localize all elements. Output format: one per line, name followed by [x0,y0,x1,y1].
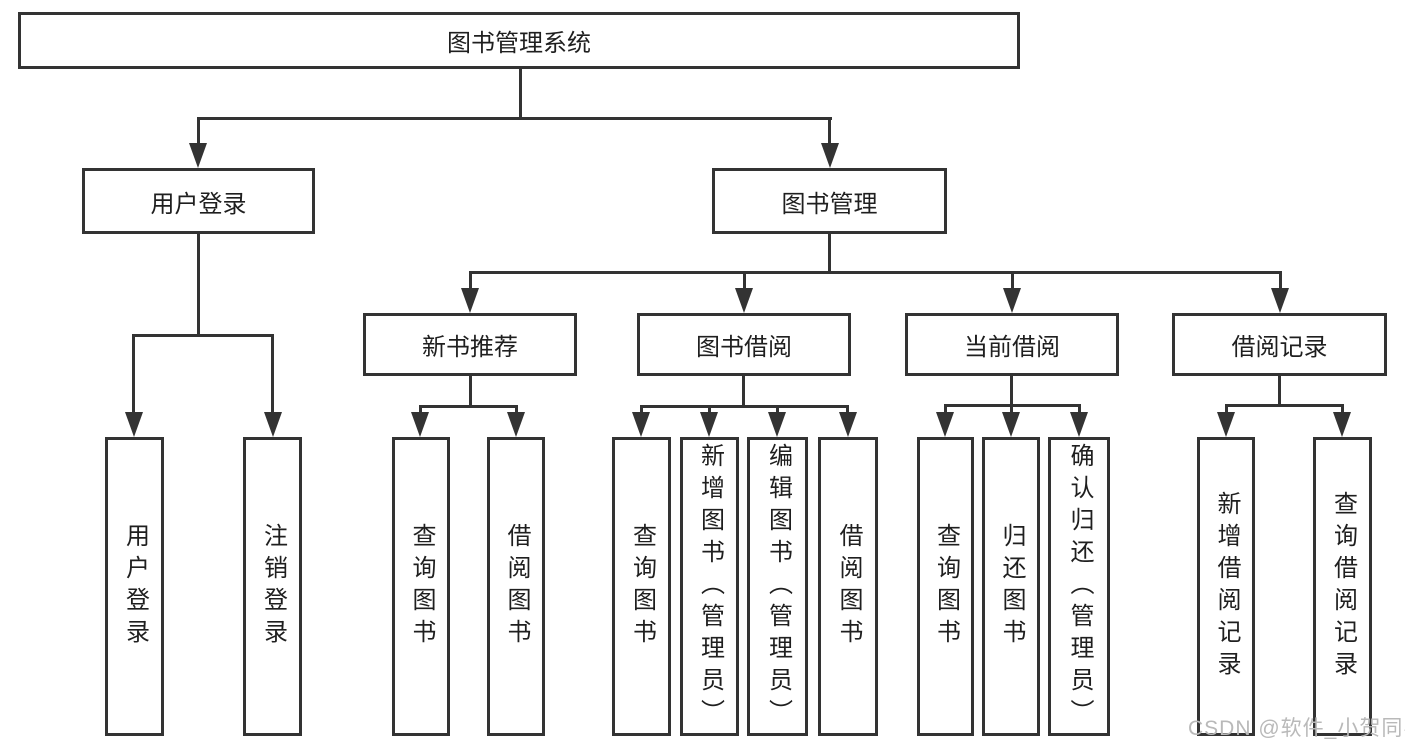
arrowhead-icon [1003,288,1021,313]
arrowhead-icon [1002,412,1020,437]
leaf-label: 编辑图书（管理员） [764,442,792,731]
leaf-borrow-books-recommend: 借阅图书 [487,437,545,736]
leaf-label: 查询图书 [628,522,656,651]
connector-new-book-branch [419,405,518,408]
node-label: 用户登录 [150,190,247,218]
leaf-confirm-return-admin: 确认归还（管理员） [1048,437,1110,736]
connector-current-borrow-stem [1010,375,1013,407]
arrowhead-icon [735,288,753,313]
arrowhead-icon [1333,412,1351,437]
leaf-user-login: 用户登录 [105,437,164,736]
leaf-query-borrow-record: 查询借阅记录 [1313,437,1372,736]
arrowhead-icon [125,412,143,437]
arrowhead-icon [1070,412,1088,437]
connector-book-management-branch [469,271,1282,274]
leaf-label: 归还图书 [998,522,1025,651]
arrowhead-icon [839,412,857,437]
connector-borrow-records-branch [1225,404,1344,407]
csdn-watermark: CSDN @软件_小贺同学 [1188,717,1405,740]
arrowhead-icon [264,412,282,437]
connector-shaft-current-borrow [1011,271,1014,291]
connector-shaft-leaf [1341,404,1344,415]
leaf-borrow-books: 借阅图书 [818,437,878,736]
connector-shaft-leaf [1225,404,1228,415]
leaf-label: 新增图书（管理员） [696,442,724,731]
connector-shaft-leaf [944,404,947,415]
leaf-label: 借阅图书 [503,522,530,651]
connector-shaft-new-book [469,271,472,291]
connector-shaft-borrow-records [1279,271,1282,291]
connector-shaft-book-borrow [743,271,746,291]
arrowhead-icon [632,412,650,437]
arrowhead-icon [1217,412,1235,437]
connector-shaft-leaf [1010,404,1013,415]
node-library-system: 图书管理系统 [18,12,1020,69]
arrowhead-icon [1271,288,1289,313]
arrowhead-icon [507,412,525,437]
arrowhead-icon [461,288,479,313]
leaf-query-books-recommend: 查询图书 [392,437,450,736]
connector-shaft-book-management [828,117,831,145]
node-label: 当前借阅 [964,334,1060,361]
connector-root-branch [197,117,832,120]
leaf-add-borrow-record: 新增借阅记录 [1197,437,1255,736]
connector-shaft-user-login [197,117,200,145]
node-current-borrowing: 当前借阅 [905,313,1119,376]
leaf-label: 借阅图书 [835,522,862,651]
leaf-return-books: 归还图书 [982,437,1040,736]
connector-root-stem [519,67,522,119]
leaf-edit-books-admin: 编辑图书（管理员） [747,437,808,736]
node-label: 图书管理 [781,190,878,218]
arrowhead-icon [700,412,718,437]
connector-user-login-stem [197,233,200,336]
connector-shaft-leaf [271,334,274,414]
node-new-book-recommendation: 新书推荐 [363,313,577,376]
leaf-label: 注销登录 [259,522,287,651]
node-user-login: 用户登录 [82,168,315,234]
arrowhead-icon [189,143,207,168]
leaf-label: 用户登录 [121,522,149,651]
leaf-query-books-borrowing: 查询图书 [612,437,671,736]
arrowhead-icon [411,412,429,437]
node-label: 新书推荐 [422,334,518,361]
node-book-management: 图书管理 [712,168,947,234]
leaf-label: 查询图书 [932,522,960,651]
connector-shaft-leaf [776,405,779,415]
connector-book-management-stem [828,233,831,274]
leaf-label: 查询图书 [408,522,435,651]
arrowhead-icon [768,412,786,437]
leaf-query-books-current: 查询图书 [917,437,974,736]
leaf-logout: 注销登录 [243,437,302,736]
node-label: 图书管理系统 [447,30,591,57]
connector-user-login-branch [132,334,274,337]
leaf-add-books-admin: 新增图书（管理员） [680,437,739,736]
connector-shaft-leaf [1078,404,1081,415]
connector-shaft-leaf [419,405,422,415]
connector-shaft-leaf [640,405,643,415]
node-borrowing-records: 借阅记录 [1172,313,1387,376]
node-label: 借阅记录 [1231,334,1328,361]
connector-book-borrow-branch [640,405,849,408]
connector-shaft-leaf [515,405,518,415]
leaf-label: 新增借阅记录 [1213,490,1240,683]
arrowhead-icon [821,143,839,168]
connector-book-borrow-stem [742,375,745,408]
connector-shaft-leaf [846,405,849,415]
node-label: 图书借阅 [696,334,792,361]
node-book-borrowing: 图书借阅 [637,313,851,376]
leaf-label: 确认归还（管理员） [1066,442,1093,731]
connector-shaft-leaf [132,334,135,414]
connector-new-book-stem [469,375,472,408]
connector-borrow-records-stem [1278,375,1281,407]
leaf-label: 查询借阅记录 [1329,490,1357,683]
connector-shaft-leaf [708,405,711,415]
arrowhead-icon [936,412,954,437]
